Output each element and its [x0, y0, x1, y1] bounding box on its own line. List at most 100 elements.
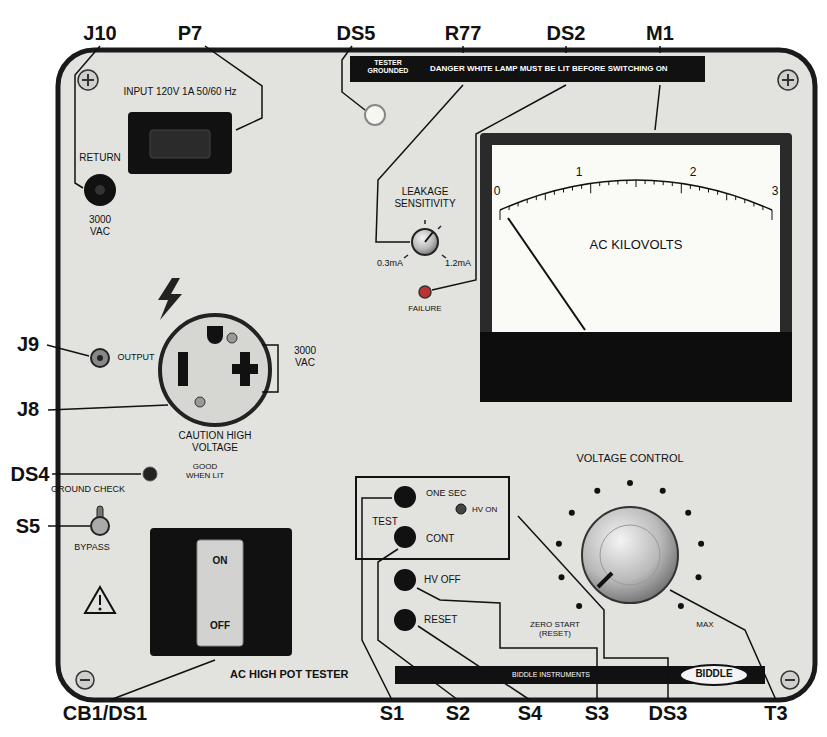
meter-tick [681, 183, 682, 193]
push-button [394, 569, 416, 591]
screw [76, 671, 94, 689]
leader-line [462, 46, 464, 53]
panel-legend: CAUTION HIGH VOLTAGE [160, 430, 270, 453]
leader-line [417, 588, 597, 700]
meter-tick [509, 206, 510, 210]
dial-dots [556, 480, 704, 609]
knob-pointer [425, 232, 433, 242]
meter-ticks [500, 180, 772, 220]
callout-number: J10 [83, 22, 116, 45]
nameplate-strip: AC HIGH POT TESTERBIDDLE INSTRUMENTSBIDD… [225, 662, 770, 688]
panel-legend: OUTPUT [118, 352, 155, 362]
meter-tick [554, 191, 555, 195]
node-text: ON [213, 555, 228, 567]
output-jack-hole [97, 355, 103, 361]
dial-dot [556, 541, 562, 547]
push-button [394, 609, 416, 631]
meter-needle [508, 218, 585, 330]
receptacle-slot [232, 364, 258, 374]
meter-tick [645, 180, 646, 184]
callout-number: T3 [764, 702, 787, 725]
panel-legend: GOOD WHEN LIT [182, 462, 228, 480]
node-text: DANGER WHITE LAMP MUST BE LIT BEFORE SWI… [430, 64, 668, 73]
callout-number: DS3 [649, 702, 688, 725]
screw-slot [80, 679, 90, 681]
meter-tick [626, 180, 627, 184]
screw-slots [80, 74, 795, 680]
meter-tick [672, 182, 673, 186]
meter-tick [545, 193, 546, 200]
meter-body [480, 332, 792, 402]
dial-dot [678, 603, 684, 609]
leader-lines [47, 46, 776, 700]
meter-tick [708, 189, 709, 193]
node-text: OFF [210, 620, 230, 632]
callout-number: S3 [585, 702, 609, 725]
meter-tick [753, 203, 754, 207]
meter-tick [581, 185, 582, 189]
receptacle-slot [178, 352, 188, 386]
meter-tick [572, 187, 573, 191]
meter-tick [563, 189, 564, 193]
meter-tick [527, 199, 528, 203]
node-text: 3 [772, 185, 779, 199]
leader-line [670, 590, 776, 700]
panel-legend: GROUND CHECK [51, 484, 125, 494]
receptacle-screw [195, 397, 205, 407]
screw-slot [785, 679, 795, 681]
node-text: AC HIGH POT TESTER [230, 668, 349, 681]
breaker-rocker [197, 540, 243, 646]
push-button [394, 526, 416, 548]
callout-number: J9 [17, 333, 39, 356]
nameplate-bar [395, 666, 765, 684]
meter-tick [654, 181, 655, 185]
circuit-breaker: ON OFF [150, 528, 292, 656]
leader-line [47, 345, 89, 356]
tick [442, 255, 446, 258]
input-socket-pins [150, 130, 210, 158]
return-jack-hole [95, 185, 105, 195]
push-button [394, 486, 416, 508]
meter-tick [636, 180, 637, 187]
meter-tick [726, 193, 727, 200]
callout-number: R77 [445, 22, 482, 45]
panel-legend: 3000 VAC [283, 345, 327, 368]
dial-dot [559, 574, 565, 580]
dial-dot [576, 603, 582, 609]
node-text: CONT [426, 533, 454, 545]
callout-number: S1 [380, 702, 404, 725]
breaker-body [150, 528, 292, 656]
node-text: TEST [372, 516, 398, 528]
meter-tick [699, 187, 700, 191]
logo-oval [680, 665, 748, 685]
panel-legend: BYPASS [74, 542, 109, 552]
meter-tick [717, 191, 718, 195]
panel-legend: FAILURE [408, 304, 441, 313]
knob-pointer [598, 573, 612, 587]
tick [404, 255, 408, 258]
callout-number: DS4 [11, 463, 50, 486]
meter-tick [772, 210, 773, 220]
tick [438, 226, 441, 229]
node-text: HV ON [472, 505, 504, 514]
hv-on-lamp [456, 504, 466, 514]
meter-tick [518, 203, 519, 207]
voltage-bracket [262, 345, 278, 392]
leader-line [110, 660, 215, 700]
screw [78, 70, 98, 90]
meter-tick [617, 181, 618, 185]
screw [778, 70, 798, 90]
meter-tick [663, 181, 664, 185]
leader-line [655, 85, 660, 130]
dial-dot [627, 480, 633, 486]
input-socket-body [128, 112, 232, 174]
leader-line [565, 46, 567, 53]
warning-triangle [85, 587, 115, 613]
dial-dot [685, 510, 691, 516]
output-receptacle [160, 315, 270, 425]
meter-frame [480, 133, 792, 402]
leader-line [48, 405, 168, 410]
leader-line [52, 473, 141, 475]
bracket-line [262, 345, 278, 392]
